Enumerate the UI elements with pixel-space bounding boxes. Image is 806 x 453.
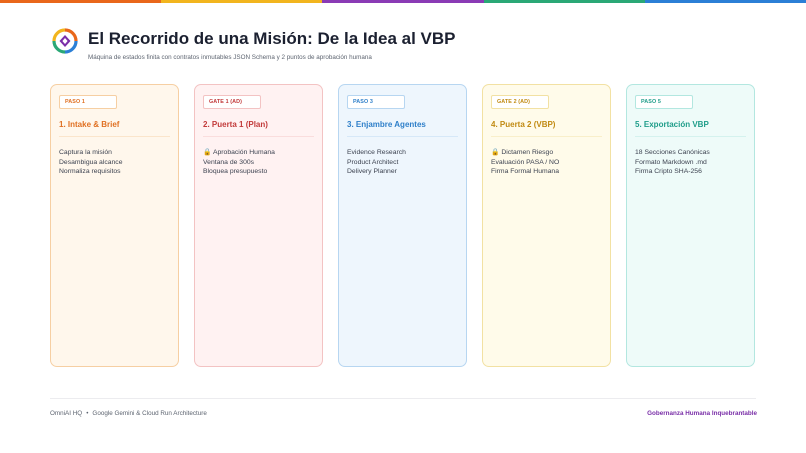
footer-tagline: Gobernanza Humana Inquebrantable <box>647 410 757 417</box>
step-divider <box>491 136 602 137</box>
step-title: 1. Intake & Brief <box>59 120 120 129</box>
step-badge: GATE 1 (AD) <box>203 95 261 109</box>
step-title: 2. Puerta 1 (Plan) <box>203 120 268 129</box>
footer-separator: • <box>86 410 89 417</box>
step-item: Ventana de 300s <box>203 158 255 166</box>
step-title: 5. Exportación VBP <box>635 120 709 129</box>
step-card-gate-1: GATE 1 (AD) 2. Puerta 1 (Plan) 🔒 Aprobac… <box>194 84 323 367</box>
footer-org: OmniAI HQ <box>50 410 83 417</box>
page-title: El Recorrido de una Misión: De la Idea a… <box>88 29 456 48</box>
step-item: Desambigua alcance <box>59 158 123 166</box>
step-items: 🔒 Aprobación Humana Ventana de 300s Bloq… <box>203 148 275 177</box>
step-items: Captura la misión Desambigua alcance Nor… <box>59 148 122 177</box>
step-badge: GATE 2 (AD) <box>491 95 549 109</box>
step-item: Evaluación PASA / NO <box>491 158 560 166</box>
mission-steps: PASO 1 1. Intake & Brief Captura la misi… <box>50 84 755 369</box>
step-divider <box>59 136 170 137</box>
step-card-swarm: PASO 3 3. Enjambre Agentes Evidence Rese… <box>338 84 467 367</box>
step-item: Formato Markdown .md <box>635 158 707 166</box>
step-badge: PASO 3 <box>347 95 405 109</box>
step-divider <box>347 136 458 137</box>
footer-divider <box>50 398 756 399</box>
step-item: 18 Secciones Canónicas <box>635 149 710 156</box>
step-item: 🔒 Dictamen Riesgo <box>491 149 554 156</box>
footer-architecture: Google Gemini & Cloud Run Architecture <box>92 410 207 417</box>
step-card-gate-2: GATE 2 (AD) 4. Puerta 2 (VBP) 🔒 Dictamen… <box>482 84 611 367</box>
step-item: Firma Formal Humana <box>491 168 559 176</box>
page-subtitle: Máquina de estados finita con contratos … <box>88 54 372 61</box>
step-divider <box>635 136 746 137</box>
step-item: Normaliza requisitos <box>59 168 121 176</box>
step-card-intake: PASO 1 1. Intake & Brief Captura la misi… <box>50 84 179 367</box>
step-badge: PASO 5 <box>635 95 693 109</box>
step-items: 🔒 Dictamen Riesgo Evaluación PASA / NO F… <box>491 148 559 177</box>
page-header: El Recorrido de una Misión: De la Idea a… <box>52 27 455 61</box>
top-color-bar <box>0 0 806 3</box>
step-item: 🔒 Aprobación Humana <box>203 149 275 156</box>
step-badge: PASO 1 <box>59 95 117 109</box>
step-item: Delivery Planner <box>347 168 397 176</box>
top-bar-segment <box>483 0 645 3</box>
step-title: 3. Enjambre Agentes <box>347 120 426 129</box>
step-items: Evidence Research Product Architect Deli… <box>347 148 406 177</box>
step-title: 4. Puerta 2 (VBP) <box>491 120 556 129</box>
top-bar-segment <box>644 0 806 3</box>
step-item: Product Architect <box>347 158 399 166</box>
step-item: Bloquea presupuesto <box>203 168 268 176</box>
step-item: Evidence Research <box>347 149 406 156</box>
top-bar-segment <box>322 0 484 3</box>
step-item: Firma Cripto SHA-256 <box>635 168 702 176</box>
step-card-export: PASO 5 5. Exportación VBP 18 Secciones C… <box>626 84 755 367</box>
top-bar-segment <box>0 0 162 3</box>
step-item: Captura la misión <box>59 149 112 156</box>
diamond-logo-icon <box>52 28 78 54</box>
footer-credits: OmniAI HQ•Google Gemini & Cloud Run Arch… <box>50 410 207 417</box>
top-bar-segment <box>161 0 323 3</box>
step-items: 18 Secciones Canónicas Formato Markdown … <box>635 148 710 177</box>
step-divider <box>203 136 314 137</box>
